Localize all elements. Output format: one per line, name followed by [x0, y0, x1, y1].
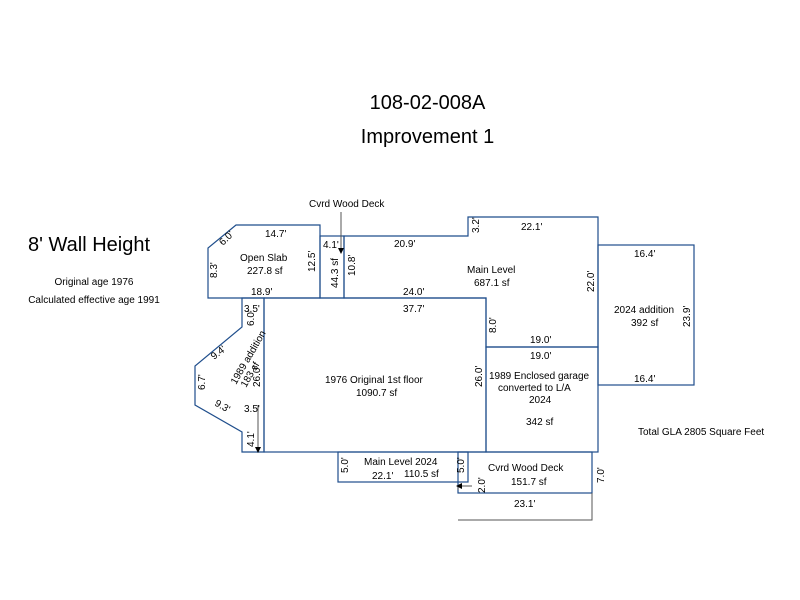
cvrd-deck-top-label: Cvrd Wood Deck — [309, 199, 385, 210]
main-level-2024-outline — [337, 451, 469, 483]
main-level-label: Main Level — [467, 265, 515, 276]
addition-1989-outline — [194, 297, 265, 453]
wall-height-label: 8' Wall Height — [28, 234, 151, 256]
main-level-2024-area: 110.5 sf — [404, 469, 439, 480]
dim-label: 3.5' — [244, 404, 260, 415]
dim-label: 16.4' — [634, 374, 655, 385]
dim-label: 14.7' — [265, 229, 286, 240]
parcel-id: 108-02-008A — [369, 92, 486, 114]
dim-label: 8.3' — [209, 262, 220, 278]
dim-label: 10.8' — [347, 255, 358, 276]
dim-label: 24.0' — [403, 287, 424, 298]
dim-label: 16.4' — [634, 249, 655, 260]
original-1976-area: 1090.7 sf — [356, 388, 397, 399]
dim-label: 26.0' — [252, 366, 263, 387]
dim-label: 9.3' — [213, 398, 232, 415]
deck-callout-arrow — [338, 248, 344, 254]
dim-label: 22.1' — [372, 471, 393, 482]
deck-step-arrow — [456, 483, 462, 489]
open-slab-label: Open Slab — [240, 253, 288, 264]
dim-label: 19.0' — [530, 351, 551, 362]
cvrd-deck-bottom-label: Cvrd Wood Deck — [488, 463, 564, 474]
dim-label: 4.1' — [323, 240, 339, 251]
original-age-note: Original age 1976 — [54, 277, 134, 288]
dim-label: 7.0' — [596, 467, 607, 483]
bottom-deck-dimension-line — [458, 493, 593, 521]
garage-label-1: 1989 Enclosed garage — [489, 371, 590, 382]
dim-label: 18.9' — [251, 287, 272, 298]
dim-label: 12.5' — [307, 251, 318, 272]
garage-area: 342 sf — [526, 417, 553, 428]
main-level-area: 687.1 sf — [474, 278, 510, 289]
total-gla-note: Total GLA 2805 Square Feet — [638, 427, 765, 438]
dim-label: 8.0' — [488, 317, 499, 333]
dim-label: 22.1' — [521, 222, 542, 233]
addition-2024-outline — [597, 244, 695, 386]
dim-label: 9.4' — [209, 344, 228, 362]
main-level-2024-label: Main Level 2024 — [364, 457, 438, 468]
cvrd-deck-bottom-outline — [457, 451, 593, 494]
dim-label: 5.0' — [340, 457, 351, 473]
dim-label: 2.0' — [477, 477, 488, 493]
dim-label: 19.0' — [530, 335, 551, 346]
improvement-title: Improvement 1 — [360, 126, 495, 148]
dim-label: 3.5' — [244, 304, 260, 315]
dim-label: 6.7' — [197, 374, 208, 390]
dim-label: 20.9' — [394, 239, 415, 250]
dim-label: 3.2' — [471, 217, 482, 233]
addition-2024-label: 2024 addition — [614, 305, 674, 316]
dim-label: 6.0' — [246, 310, 257, 326]
dim-label: 23.1' — [514, 499, 535, 510]
dim-label: 37.7' — [403, 304, 424, 315]
dim-label: 6.0' — [217, 229, 236, 248]
addition-2024-area: 392 sf — [631, 318, 658, 329]
dim-label: 5.0' — [456, 457, 467, 473]
dim-label: 4.1' — [246, 431, 257, 447]
main-level-outline — [343, 216, 599, 348]
effective-age-note: Calculated effective age 1991 — [28, 295, 160, 306]
cvrd-deck-bottom-area: 151.7 sf — [511, 477, 547, 488]
garage-label-3: 2024 — [529, 395, 552, 406]
original-1976-label: 1976 Original 1st floor — [325, 375, 424, 386]
addition-arrow — [255, 447, 261, 453]
dim-label: 26.0' — [474, 366, 485, 387]
dim-label: 22.0' — [586, 271, 597, 292]
dim-label: 44.3 sf — [330, 258, 341, 288]
garage-label-2: converted to L/A — [498, 383, 571, 394]
dim-label: 23.9' — [682, 306, 693, 327]
open-slab-area: 227.8 sf — [247, 266, 283, 277]
